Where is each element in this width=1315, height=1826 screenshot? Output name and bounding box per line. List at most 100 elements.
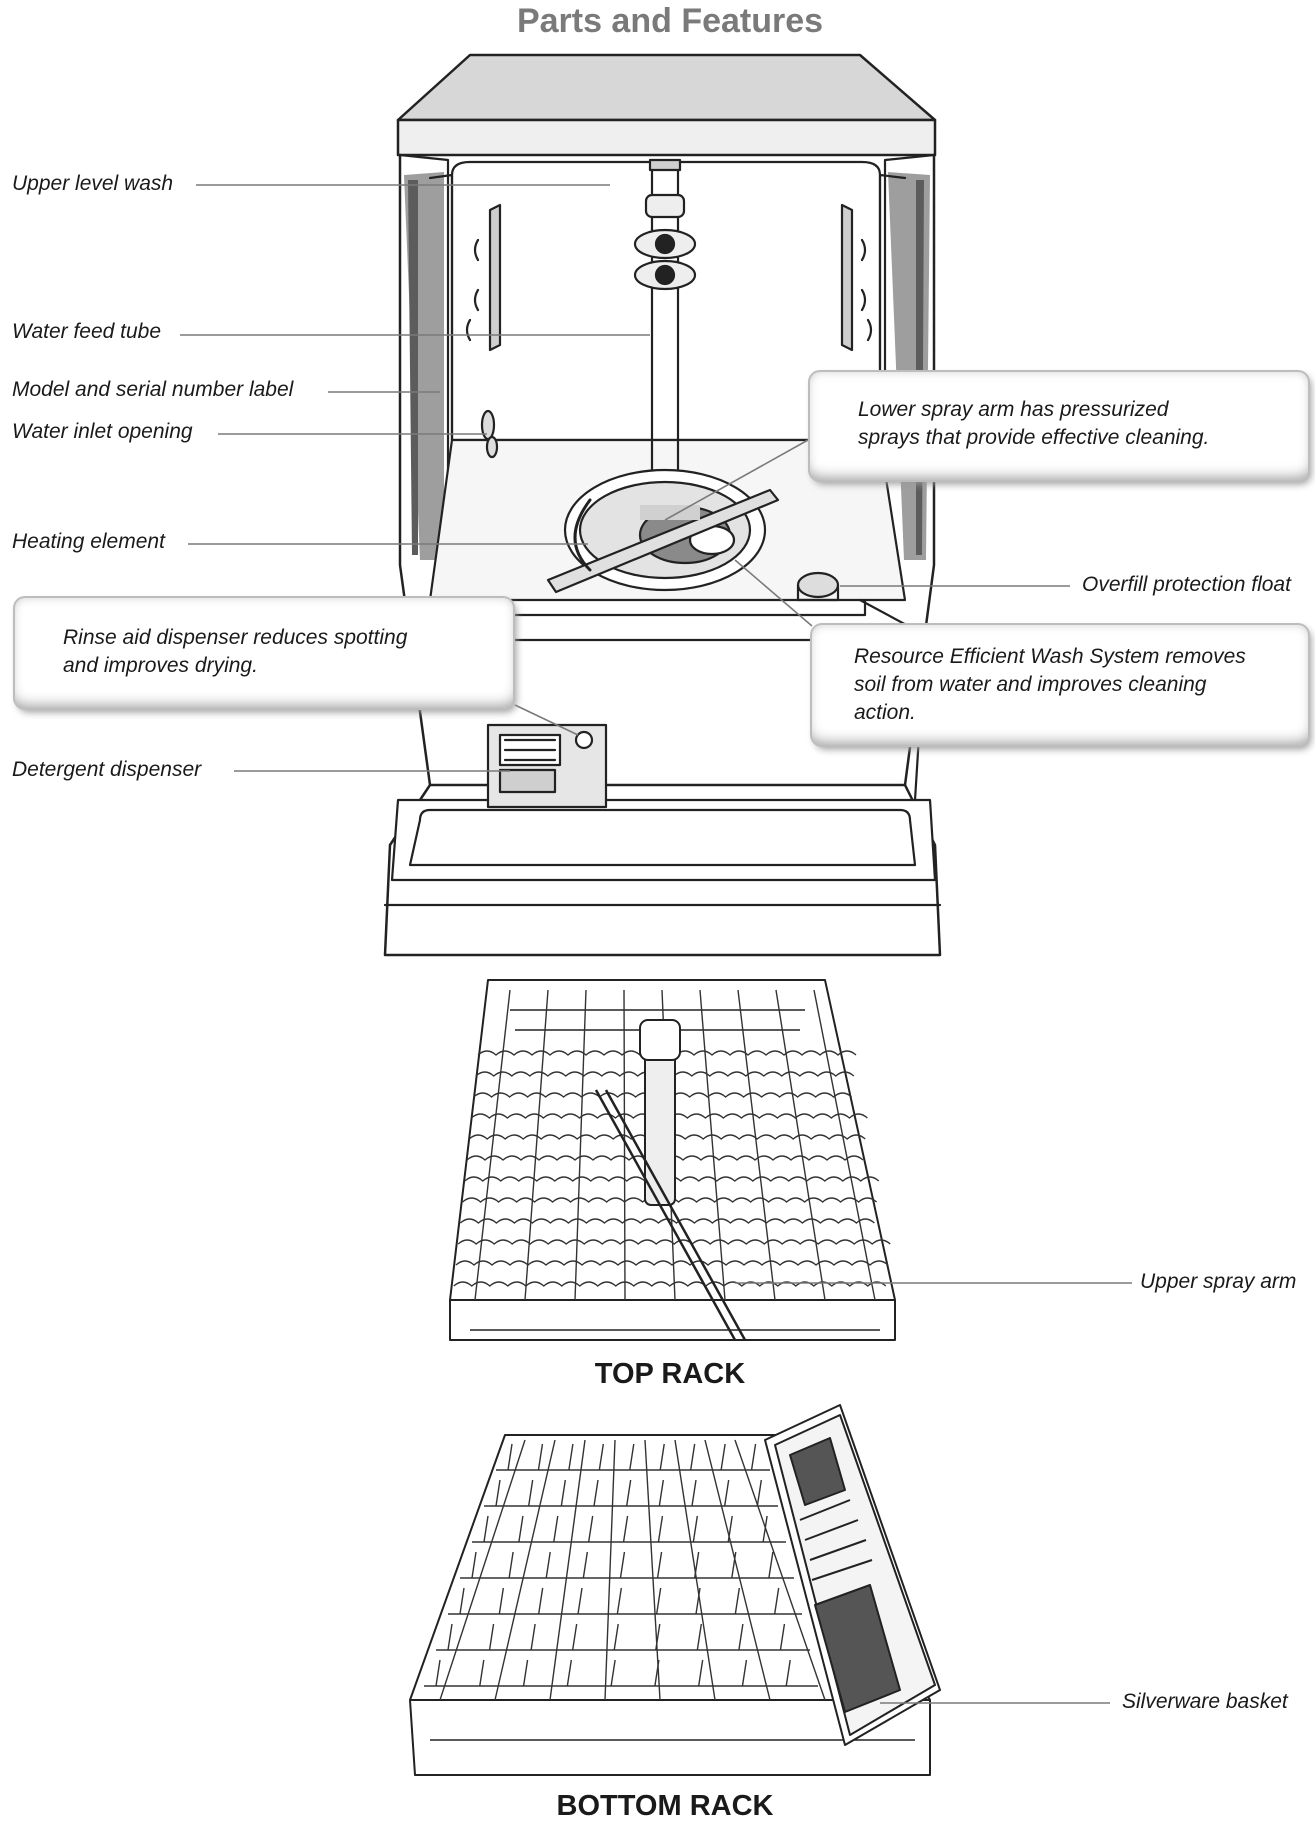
bottom-rack-tine xyxy=(483,1515,489,1543)
bottom-rack-wire xyxy=(549,1439,586,1701)
bottom-rack-tine xyxy=(522,1659,529,1687)
bottom-rack-tine xyxy=(731,1551,737,1579)
bottom-rack-tine xyxy=(659,1443,665,1471)
label-water-inlet: Water inlet opening xyxy=(12,420,193,443)
label-water-feed-tube: Water feed tube xyxy=(12,320,162,343)
top-rack-wire xyxy=(775,989,826,1301)
bottom-rack-tine xyxy=(571,1623,578,1651)
bottom-rack-tine xyxy=(582,1551,589,1579)
bottom-rack-tine xyxy=(447,1623,453,1651)
bottom-rack-tine xyxy=(530,1623,536,1651)
callout-lower-spray-arm-line-2: sprays that provide effective cleaning. xyxy=(858,426,1210,449)
bottom-rack-tine xyxy=(741,1659,748,1687)
bottom-rack-tine xyxy=(697,1659,704,1687)
bottom-rack-tine xyxy=(577,1587,583,1615)
bottom-rack-tine xyxy=(773,1587,780,1615)
bottom-rack-tine xyxy=(508,1551,514,1579)
bottom-rack-tine xyxy=(625,1479,632,1507)
bottom-rack-wire xyxy=(494,1439,556,1701)
bottom-rack-tine xyxy=(527,1479,534,1507)
bottom-rack-tine xyxy=(498,1587,505,1615)
bottom-rack-tine xyxy=(488,1623,495,1651)
bottom-rack-title: BOTTOM RACK xyxy=(556,1790,774,1822)
bottom-rack-tine xyxy=(762,1515,768,1543)
bottom-rack-tine xyxy=(696,1623,703,1651)
top-rack-wire xyxy=(699,989,726,1301)
bottom-rack-tine xyxy=(622,1515,629,1543)
top-rack-wire xyxy=(623,989,626,1301)
bottom-rack-tine xyxy=(720,1443,726,1471)
bottom-rack-wire xyxy=(644,1439,661,1701)
bottom-rack-wire xyxy=(734,1439,826,1701)
bottom-rack-tine xyxy=(691,1479,697,1507)
bottom-rack-tine xyxy=(471,1551,477,1579)
bottom-rack-tine xyxy=(568,1443,574,1471)
top-rack-wire xyxy=(524,989,549,1301)
page-title: Parts and Features xyxy=(516,2,824,40)
top-rack-wire xyxy=(474,989,511,1301)
bottom-rack-tine xyxy=(598,1443,605,1471)
bottom-rack-tine xyxy=(610,1659,616,1687)
top-rack-wire xyxy=(813,989,876,1301)
bottom-rack-tine xyxy=(734,1587,741,1615)
bottom-rack-tine xyxy=(537,1587,544,1615)
callout-rinse-aid-line-2: and improves drying. xyxy=(63,654,258,677)
callout-lower-spray-arm: Lower spray arm has pressurized sprays t… xyxy=(810,372,1308,480)
bottom-rack-tine xyxy=(692,1515,699,1543)
bottom-rack-tine xyxy=(727,1515,733,1543)
bottom-rack-tine xyxy=(613,1623,619,1651)
bottom-rack-tine xyxy=(693,1551,700,1579)
bottom-rack-tine xyxy=(655,1587,662,1615)
callout-resource-efficient-line-3: action. xyxy=(854,701,916,724)
bottom-rack-tine xyxy=(545,1551,551,1579)
bottom-rack-wire xyxy=(704,1439,771,1701)
top-rack-wire xyxy=(737,989,776,1301)
bottom-rack-wire xyxy=(439,1439,526,1701)
label-model-serial: Model and serial number label xyxy=(12,378,294,401)
bottom-rack-tine xyxy=(616,1587,623,1615)
callout-rinse-aid-line-1: Rinse aid dispenser reduces spotting xyxy=(63,626,408,649)
bottom-rack-tine xyxy=(738,1623,744,1651)
bottom-rack-tine xyxy=(619,1551,626,1579)
bottom-rack-tine xyxy=(553,1515,559,1543)
bottom-rack-tine xyxy=(689,1443,696,1471)
bottom-rack-tine xyxy=(566,1659,573,1687)
top-rack-wire xyxy=(457,1239,891,1245)
callout-resource-efficient-line-2: soil from water and improves cleaning xyxy=(854,673,1207,696)
label-heating-element: Heating element xyxy=(12,530,165,553)
bottom-rack-tine xyxy=(587,1515,594,1543)
top-rack-wire xyxy=(574,989,587,1301)
bottom-rack-tine xyxy=(750,1443,757,1471)
callout-lower-spray-arm-line-1: Lower spray arm has pressurized xyxy=(858,398,1169,421)
top-rack-title: TOP RACK xyxy=(594,1358,746,1390)
bottom-rack-tine xyxy=(657,1515,664,1543)
label-upper-spray-arm: Upper spray arm xyxy=(1140,1270,1297,1293)
bottom-rack-tine xyxy=(495,1479,501,1507)
bottom-rack-tine xyxy=(537,1443,544,1471)
label-detergent-dispenser: Detergent dispenser xyxy=(12,758,202,781)
bottom-rack-tine xyxy=(756,1479,763,1507)
bottom-rack-wire xyxy=(604,1439,616,1701)
bottom-rack-tine xyxy=(560,1479,567,1507)
bottom-rack-tine xyxy=(658,1479,665,1507)
bottom-rack-tine xyxy=(655,1623,661,1651)
label-upper-level-wash: Upper level wash xyxy=(12,172,174,195)
bottom-rack-tine xyxy=(656,1551,663,1579)
bottom-rack-tine xyxy=(695,1587,701,1615)
callout-resource-efficient-line-1: Resource Efficient Wash System removes xyxy=(854,645,1246,668)
label-silverware-basket: Silverware basket xyxy=(1122,1690,1288,1713)
bottom-rack-tine xyxy=(723,1479,730,1507)
bottom-rack-tine xyxy=(654,1659,660,1687)
bottom-rack-tine xyxy=(435,1659,441,1687)
callout-resource-efficient: Resource Efficient Wash System removes s… xyxy=(812,625,1308,745)
bottom-rack-tine xyxy=(518,1515,524,1543)
bottom-rack-tine xyxy=(779,1623,786,1651)
callout-rinse-aid: Rinse aid dispenser reduces spotting and… xyxy=(15,598,513,708)
bottom-rack-tine xyxy=(785,1659,791,1687)
label-overfill-float: Overfill protection float xyxy=(1082,573,1291,596)
bottom-rack-tine xyxy=(459,1587,465,1615)
bottom-rack-wire xyxy=(674,1439,716,1701)
bottom-rack-tine xyxy=(479,1659,485,1687)
